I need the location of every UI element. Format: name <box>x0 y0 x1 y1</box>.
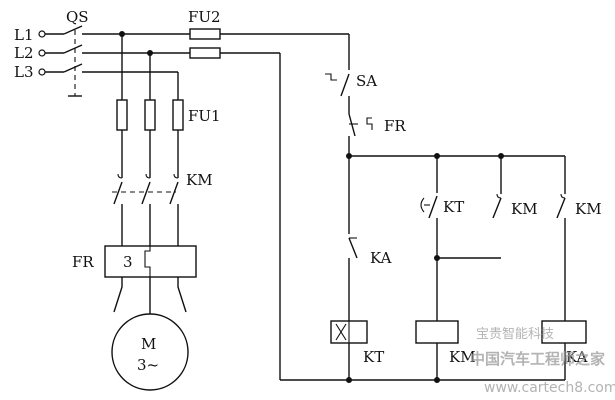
label-fr: FR <box>72 253 94 271</box>
watermark: 宝贵智能科技 中国汽车工程师之家 www.cartech8.com <box>470 327 615 396</box>
km-coil <box>415 320 459 344</box>
label-sa: SA <box>356 72 377 90</box>
label-km-main: KM <box>186 171 213 189</box>
fu1-fuse-2 <box>144 99 156 131</box>
km-main-contact-3 <box>169 181 179 205</box>
label-fu1: FU1 <box>188 107 221 125</box>
label-ka-coil: KA <box>566 348 588 366</box>
main-circuit: FU1 KM FR 3 M 3~ <box>72 34 221 391</box>
watermark-line3: 宝贵智能科技 <box>476 327 554 342</box>
kt-contact <box>428 195 438 219</box>
watermark-line1: 中国汽车工程师之家 <box>470 350 605 368</box>
label-qs: QS <box>66 8 89 26</box>
motor-label-phase: 3~ <box>137 356 159 374</box>
watermark-line2: www.cartech8.com <box>484 380 615 396</box>
label-km-contact-2: KM <box>575 200 602 218</box>
km-contact-1 <box>492 197 502 219</box>
control-tap <box>119 31 190 56</box>
km-contact-2 <box>556 197 566 219</box>
ka-coil <box>541 320 587 344</box>
label-l1: L1 <box>14 26 34 44</box>
label-kt-contact: KT <box>443 198 464 216</box>
fu2-fuses: FU2 <box>188 8 349 59</box>
km-main-contact-2 <box>141 181 151 205</box>
qs-switch: QS <box>63 8 178 97</box>
label-l3: L3 <box>14 63 34 81</box>
label-km-contact-1: KM <box>511 200 538 218</box>
sa-switch <box>340 73 350 97</box>
fr-count: 3 <box>123 253 133 271</box>
label-km-coil: KM <box>449 348 476 366</box>
fr-heater-symbol <box>144 246 151 277</box>
fr-nc-contact <box>348 113 356 137</box>
label-ka-contact: KA <box>370 249 392 267</box>
label-fu2: FU2 <box>188 8 221 26</box>
motor-label-m: M <box>141 335 156 353</box>
terminal-l3 <box>38 68 46 76</box>
kt-timing-arc <box>420 197 425 213</box>
label-kt-coil: KT <box>363 348 384 366</box>
supply-lines: L1 L2 L3 <box>14 26 64 81</box>
motor <box>111 313 189 391</box>
ka-contact <box>348 237 358 259</box>
terminal-l1 <box>38 30 46 38</box>
fu2-fuse-bottom <box>189 47 221 59</box>
label-fr-contact: FR <box>384 117 406 135</box>
km-main-contact-1 <box>113 181 123 205</box>
label-l2: L2 <box>14 44 34 62</box>
fr-contact-actuator <box>366 117 373 130</box>
control-circuit: SA FR KA KT KT KM <box>279 34 602 383</box>
sa-actuator <box>325 73 337 81</box>
fu1-fuse-3 <box>172 99 184 131</box>
fu1-fuse-1 <box>116 99 128 131</box>
fu2-fuse-top <box>189 28 221 40</box>
terminal-l2 <box>38 49 46 57</box>
